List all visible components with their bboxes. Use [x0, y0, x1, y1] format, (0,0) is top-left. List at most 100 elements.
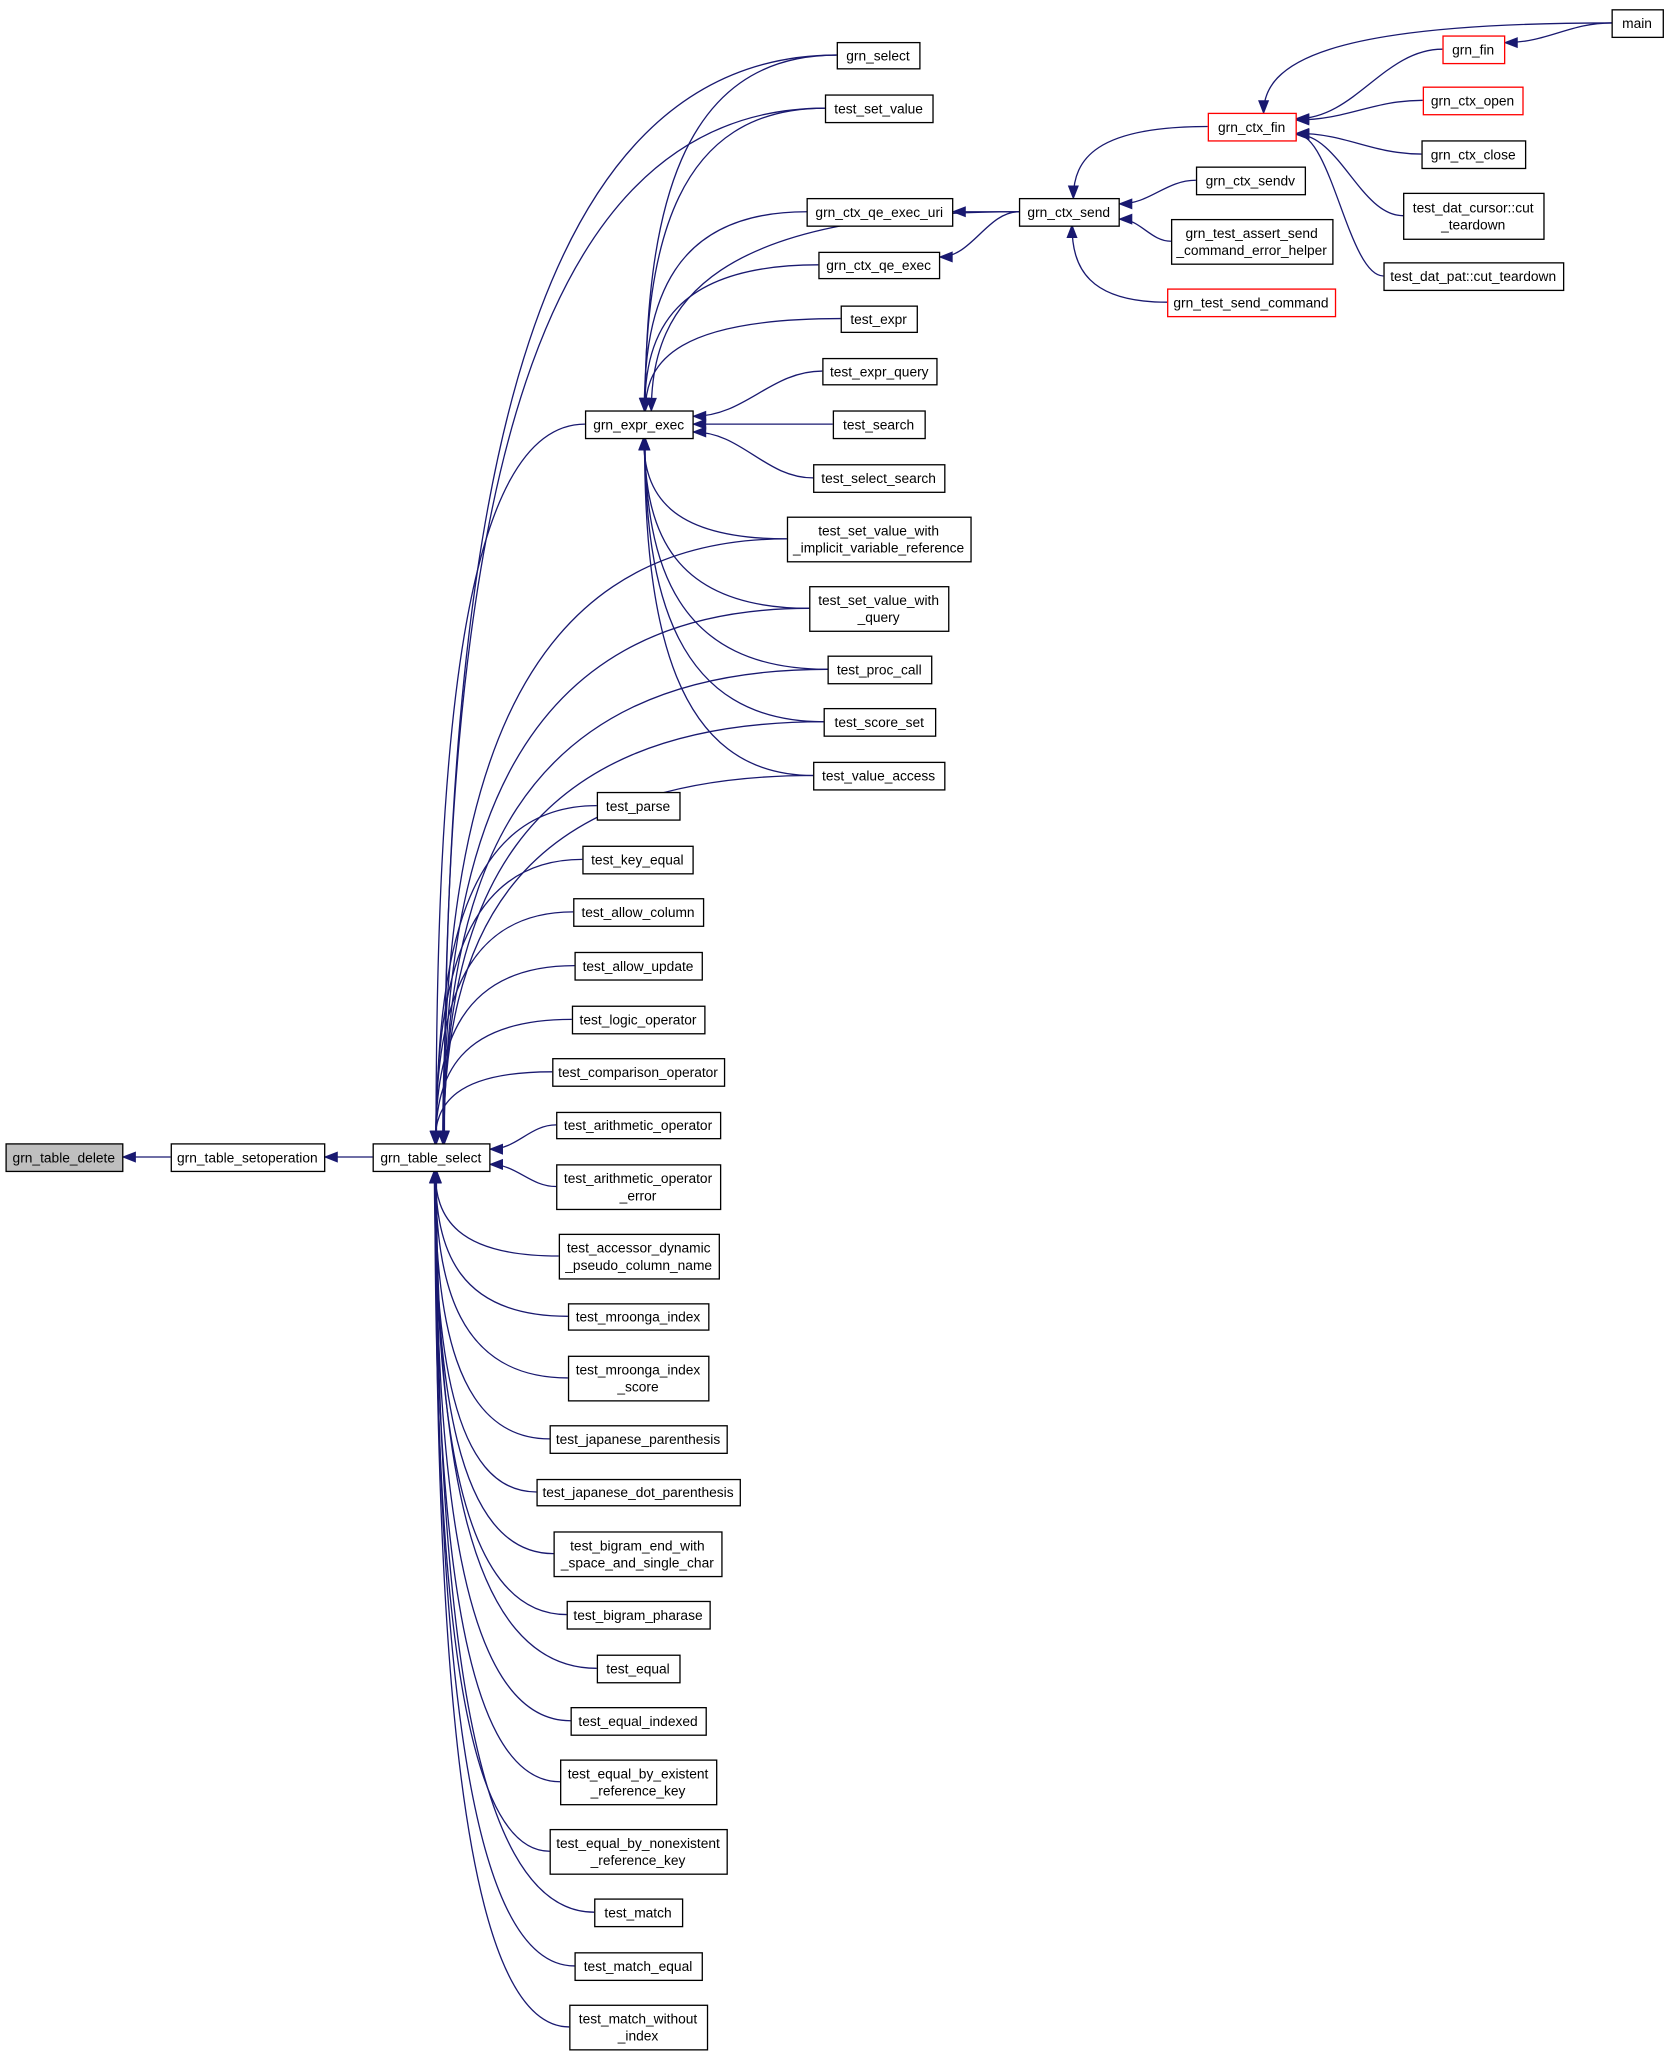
node-grn-fin[interactable]: grn_fin — [1442, 35, 1506, 65]
node-test-dat-pat-cut-teardown[interactable]: test_dat_pat::cut_teardown — [1383, 262, 1565, 292]
edge-test-logic-operator-to-grn-table-select — [434, 1018, 572, 1144]
node-test-japanese-dot-parenthesis[interactable]: test_japanese_dot_parenthesis — [536, 1478, 741, 1507]
node-test-set-value[interactable]: test_set_value — [824, 94, 934, 124]
node-test-proc-call[interactable]: test_proc_call — [827, 655, 933, 685]
node-grn-ctx-fin[interactable]: grn_ctx_fin — [1207, 112, 1297, 142]
node-test-allow-column[interactable]: test_allow_column — [573, 898, 705, 927]
node-grn-table-select[interactable]: grn_table_select — [372, 1143, 491, 1173]
node-label: test_set_value — [834, 101, 923, 116]
node-test-equal[interactable]: test_equal — [596, 1654, 681, 1684]
node-box — [569, 2004, 709, 2051]
nodes: grn_table_delete grn_table_setoperation gr… — [5, 9, 1664, 2051]
node-label: _space_and_single_char — [560, 1555, 714, 1570]
node-box — [1403, 192, 1545, 240]
node-main[interactable]: main — [1611, 9, 1664, 39]
node-test-dat-cursor-cut-teardown[interactable]: test_dat_cursor::cut_teardown — [1403, 192, 1545, 240]
node-grn-ctx-open[interactable]: grn_ctx_open — [1422, 86, 1524, 116]
node-test-set-value-with-query[interactable]: test_set_value_with_query — [809, 586, 950, 632]
node-label: test_mroonga_index — [576, 1310, 701, 1325]
edge-test-comparison-operator-to-grn-table-select — [434, 1071, 553, 1144]
node-test-parse[interactable]: test_parse — [596, 791, 681, 821]
node-test-bigram-pharase[interactable]: test_bigram_pharase — [566, 1600, 711, 1630]
node-label: main — [1622, 16, 1652, 31]
edge-grn-ctx-fin-to-grn-ctx-send — [1072, 125, 1208, 198]
node-box — [574, 951, 703, 981]
node-test-key-equal[interactable]: test_key_equal — [582, 845, 694, 875]
node-test-arithmetic-operator-error[interactable]: test_arithmetic_operator_error — [556, 1164, 722, 1211]
arrowhead-icon — [1295, 128, 1310, 140]
node-label: grn_table_select — [380, 1150, 481, 1165]
edges — [121, 22, 1612, 2028]
node-grn-table-setoperation[interactable]: grn_table_setoperation — [170, 1143, 326, 1173]
node-test-expr[interactable]: test_expr — [840, 305, 918, 334]
node-grn-test-send-command[interactable]: grn_test_send_command — [1167, 288, 1337, 318]
node-label: test_allow_column — [581, 905, 694, 920]
node-test-japanese-parenthesis[interactable]: test_japanese_parenthesis — [549, 1425, 728, 1454]
edge-test-dat-pat-cut-teardown-to-grn-ctx-fin — [1296, 133, 1384, 277]
node-grn-table-delete[interactable]: grn_table_delete — [5, 1143, 124, 1173]
node-test-arithmetic-operator[interactable]: test_arithmetic_operator — [556, 1111, 722, 1140]
edge-test-bigram-end-with-to-grn-table-select — [434, 1170, 554, 1555]
node-grn-ctx-send[interactable]: grn_ctx_send — [1018, 197, 1120, 227]
node-test-equal-by-nonexistent[interactable]: test_equal_by_nonexistent_reference_key — [549, 1828, 728, 1875]
node-box — [1167, 288, 1337, 318]
node-test-match[interactable]: test_match — [594, 1898, 684, 1928]
node-label: test_expr — [850, 312, 907, 327]
node-label: grn_ctx_qe_exec — [826, 258, 931, 273]
node-box — [552, 1058, 726, 1087]
node-label: grn_select — [846, 48, 910, 63]
node-test-allow-update[interactable]: test_allow_update — [574, 951, 703, 981]
arrowhead-icon — [429, 1130, 441, 1146]
node-grn-expr-exec[interactable]: grn_expr_exec — [584, 410, 694, 440]
node-test-mroonga-index[interactable]: test_mroonga_index — [567, 1303, 710, 1331]
edge-grn-ctx-open-to-grn-ctx-fin — [1296, 99, 1423, 121]
node-label: test_allow_update — [583, 959, 694, 974]
node-test-equal-indexed[interactable]: test_equal_indexed — [570, 1707, 707, 1736]
node-box — [536, 1478, 741, 1507]
node-test-search[interactable]: test_search — [832, 410, 926, 440]
arrowhead-icon — [691, 418, 707, 430]
node-test-score-set[interactable]: test_score_set — [823, 707, 937, 737]
node-box — [584, 410, 694, 440]
node-grn-ctx-sendv[interactable]: grn_ctx_sendv — [1195, 166, 1307, 196]
node-test-accessor-dynamic[interactable]: test_accessor_dynamic_pseudo_column_name — [558, 1233, 720, 1280]
node-label: test_mroonga_index — [576, 1363, 701, 1378]
node-test-match-equal[interactable]: test_match_equal — [574, 1952, 703, 1982]
node-label: _command_error_helper — [1175, 243, 1327, 258]
node-test-expr-query[interactable]: test_expr_query — [822, 357, 938, 386]
node-label: test_bigram_end_with — [570, 1538, 705, 1553]
arrowhead-icon — [1118, 198, 1133, 210]
node-box — [806, 197, 954, 227]
node-box — [549, 1425, 728, 1454]
node-grn-test-assert-send[interactable]: grn_test_assert_send_command_error_helpe… — [1170, 218, 1334, 265]
node-box — [596, 791, 681, 821]
node-label: test_set_value_with — [818, 593, 939, 608]
node-box — [832, 410, 926, 440]
arrowhead-icon — [951, 206, 966, 218]
node-box — [582, 845, 694, 875]
node-grn-ctx-qe-exec-uri[interactable]: grn_ctx_qe_exec_uri — [806, 197, 954, 227]
arrowhead-icon — [638, 436, 651, 451]
arrowhead-icon — [438, 1130, 450, 1146]
node-test-mroonga-index-score[interactable]: test_mroonga_index_score — [567, 1355, 710, 1402]
edge-grn-ctx-close-to-grn-ctx-fin — [1296, 132, 1422, 155]
edge-test-set-value-with-implicit-to-grn-table-select — [442, 538, 787, 1144]
node-test-match-without-index[interactable]: test_match_without_index — [569, 2004, 709, 2051]
node-box — [372, 1143, 491, 1173]
node-test-value-access[interactable]: test_value_access — [813, 761, 946, 791]
node-test-set-value-with-implicit[interactable]: test_set_value_with_implicit_variable_re… — [786, 516, 972, 563]
arrowhead-icon — [323, 1151, 338, 1163]
node-box — [553, 1531, 723, 1578]
node-grn-ctx-qe-exec[interactable]: grn_ctx_qe_exec — [818, 251, 941, 280]
node-test-bigram-end-with[interactable]: test_bigram_end_with _space_and_single_ch… — [553, 1531, 723, 1578]
node-grn-select[interactable]: grn_select — [836, 41, 921, 70]
edge-test-score-set-to-grn-expr-exec — [644, 437, 824, 723]
node-test-select-search[interactable]: test_select_search — [813, 464, 946, 493]
node-label: grn_test_send_command — [1173, 295, 1328, 310]
node-grn-ctx-close[interactable]: grn_ctx_close — [1421, 140, 1527, 170]
edge-grn-fin-to-grn-ctx-fin — [1296, 48, 1443, 120]
node-test-equal-by-existent[interactable]: test_equal_by_existent_reference_key — [560, 1759, 718, 1806]
node-test-comparison-operator[interactable]: test_comparison_operator — [552, 1058, 726, 1087]
node-test-logic-operator[interactable]: test_logic_operator — [571, 1005, 706, 1035]
arrowhead-icon — [488, 1158, 503, 1170]
